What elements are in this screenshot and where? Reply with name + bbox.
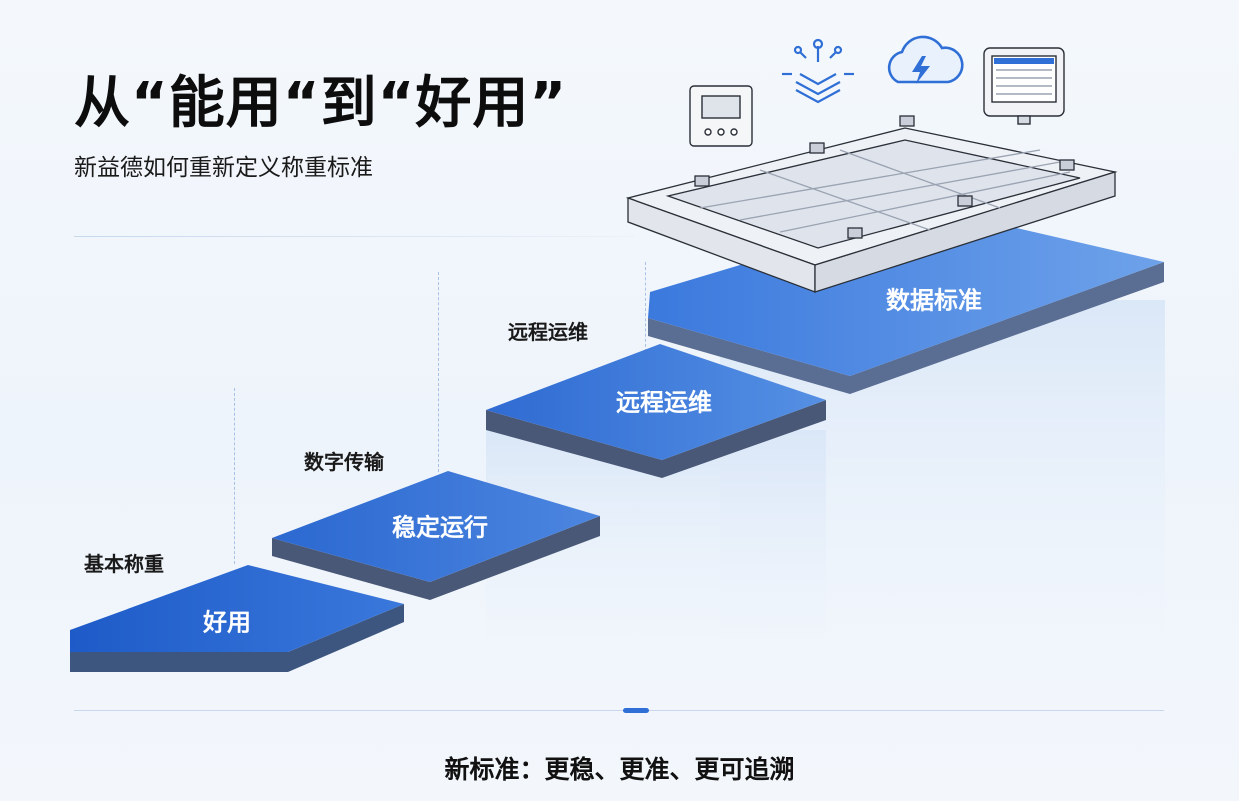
weighing-platform-icon — [625, 115, 1118, 293]
bottom-divider — [74, 710, 1164, 711]
step-4 — [648, 208, 1164, 394]
page-title: 从“能用“到“好用” — [74, 71, 568, 136]
step-text-1: 好用 — [203, 608, 251, 637]
step-text-3: 远程运维 — [616, 388, 712, 417]
guide-line — [438, 272, 439, 472]
step-3-side — [486, 400, 826, 478]
step-label-1: 基本称重 — [84, 552, 164, 576]
step-1-side — [70, 604, 404, 672]
step-2 — [272, 471, 600, 600]
footer-text: 新标准：更稳、更准、更可追溯 — [444, 755, 795, 784]
step-2-side — [272, 516, 600, 600]
tablet-display-icon — [983, 47, 1065, 125]
step-3 — [486, 344, 826, 478]
step-label-2: 数字传输 — [304, 450, 384, 474]
guide-line — [234, 388, 235, 564]
step-text-4: 数据标准 — [886, 286, 982, 315]
cloud-lightning-icon — [887, 35, 964, 84]
data-layers-icon — [782, 38, 854, 104]
top-divider — [74, 236, 634, 237]
step-4-side — [648, 262, 1164, 394]
step-2-top — [272, 471, 600, 582]
step-1 — [70, 565, 404, 672]
step-1-top — [70, 565, 404, 652]
step-4-top — [648, 208, 1164, 376]
page-subtitle: 新益德如何重新定义称重标准 — [74, 155, 373, 181]
guide-line — [645, 262, 646, 352]
step-label-3: 远程运维 — [508, 320, 588, 344]
step-text-2: 稳定运行 — [392, 513, 488, 542]
bottom-accent-dash — [623, 708, 649, 713]
step-3-top — [486, 344, 826, 460]
control-box-icon — [689, 85, 753, 147]
